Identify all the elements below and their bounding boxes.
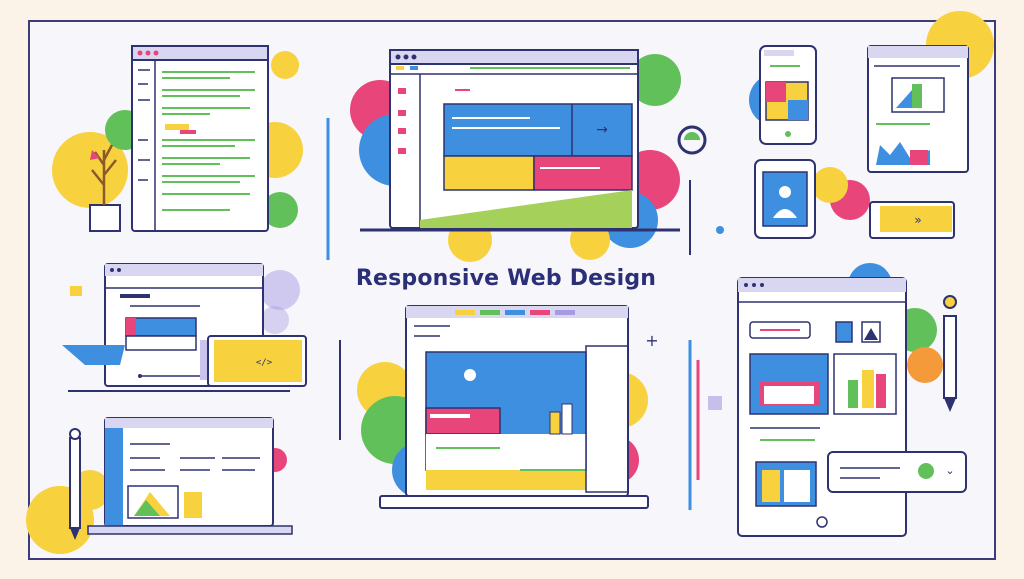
pencil-icon-left xyxy=(69,428,81,540)
browser-window-top: → xyxy=(360,49,680,232)
accent-square xyxy=(708,396,722,410)
tablet-dashboard xyxy=(737,277,907,537)
plus-icon: + xyxy=(645,331,658,350)
play-button: » xyxy=(869,201,955,239)
dot-accent xyxy=(716,226,724,234)
dropdown-card: ⌄ xyxy=(827,451,967,493)
svg-text:→: → xyxy=(596,122,608,138)
laptop-device xyxy=(379,305,649,509)
tablet-device xyxy=(867,45,969,173)
document-window xyxy=(131,45,269,232)
browser-window-bottom-left xyxy=(87,417,293,535)
divider-lines xyxy=(326,118,700,510)
profile-card xyxy=(754,159,816,239)
phone-device xyxy=(759,45,817,145)
svg-text:⌄: ⌄ xyxy=(945,464,954,477)
plant-icon xyxy=(89,144,121,232)
pencil-icon-right xyxy=(943,295,957,412)
chat-icon xyxy=(677,125,707,155)
svg-text:</>: </> xyxy=(256,358,273,368)
page-title: Responsive Web Design xyxy=(355,266,657,291)
code-card: </> xyxy=(68,335,307,392)
svg-text:»: » xyxy=(914,213,921,227)
